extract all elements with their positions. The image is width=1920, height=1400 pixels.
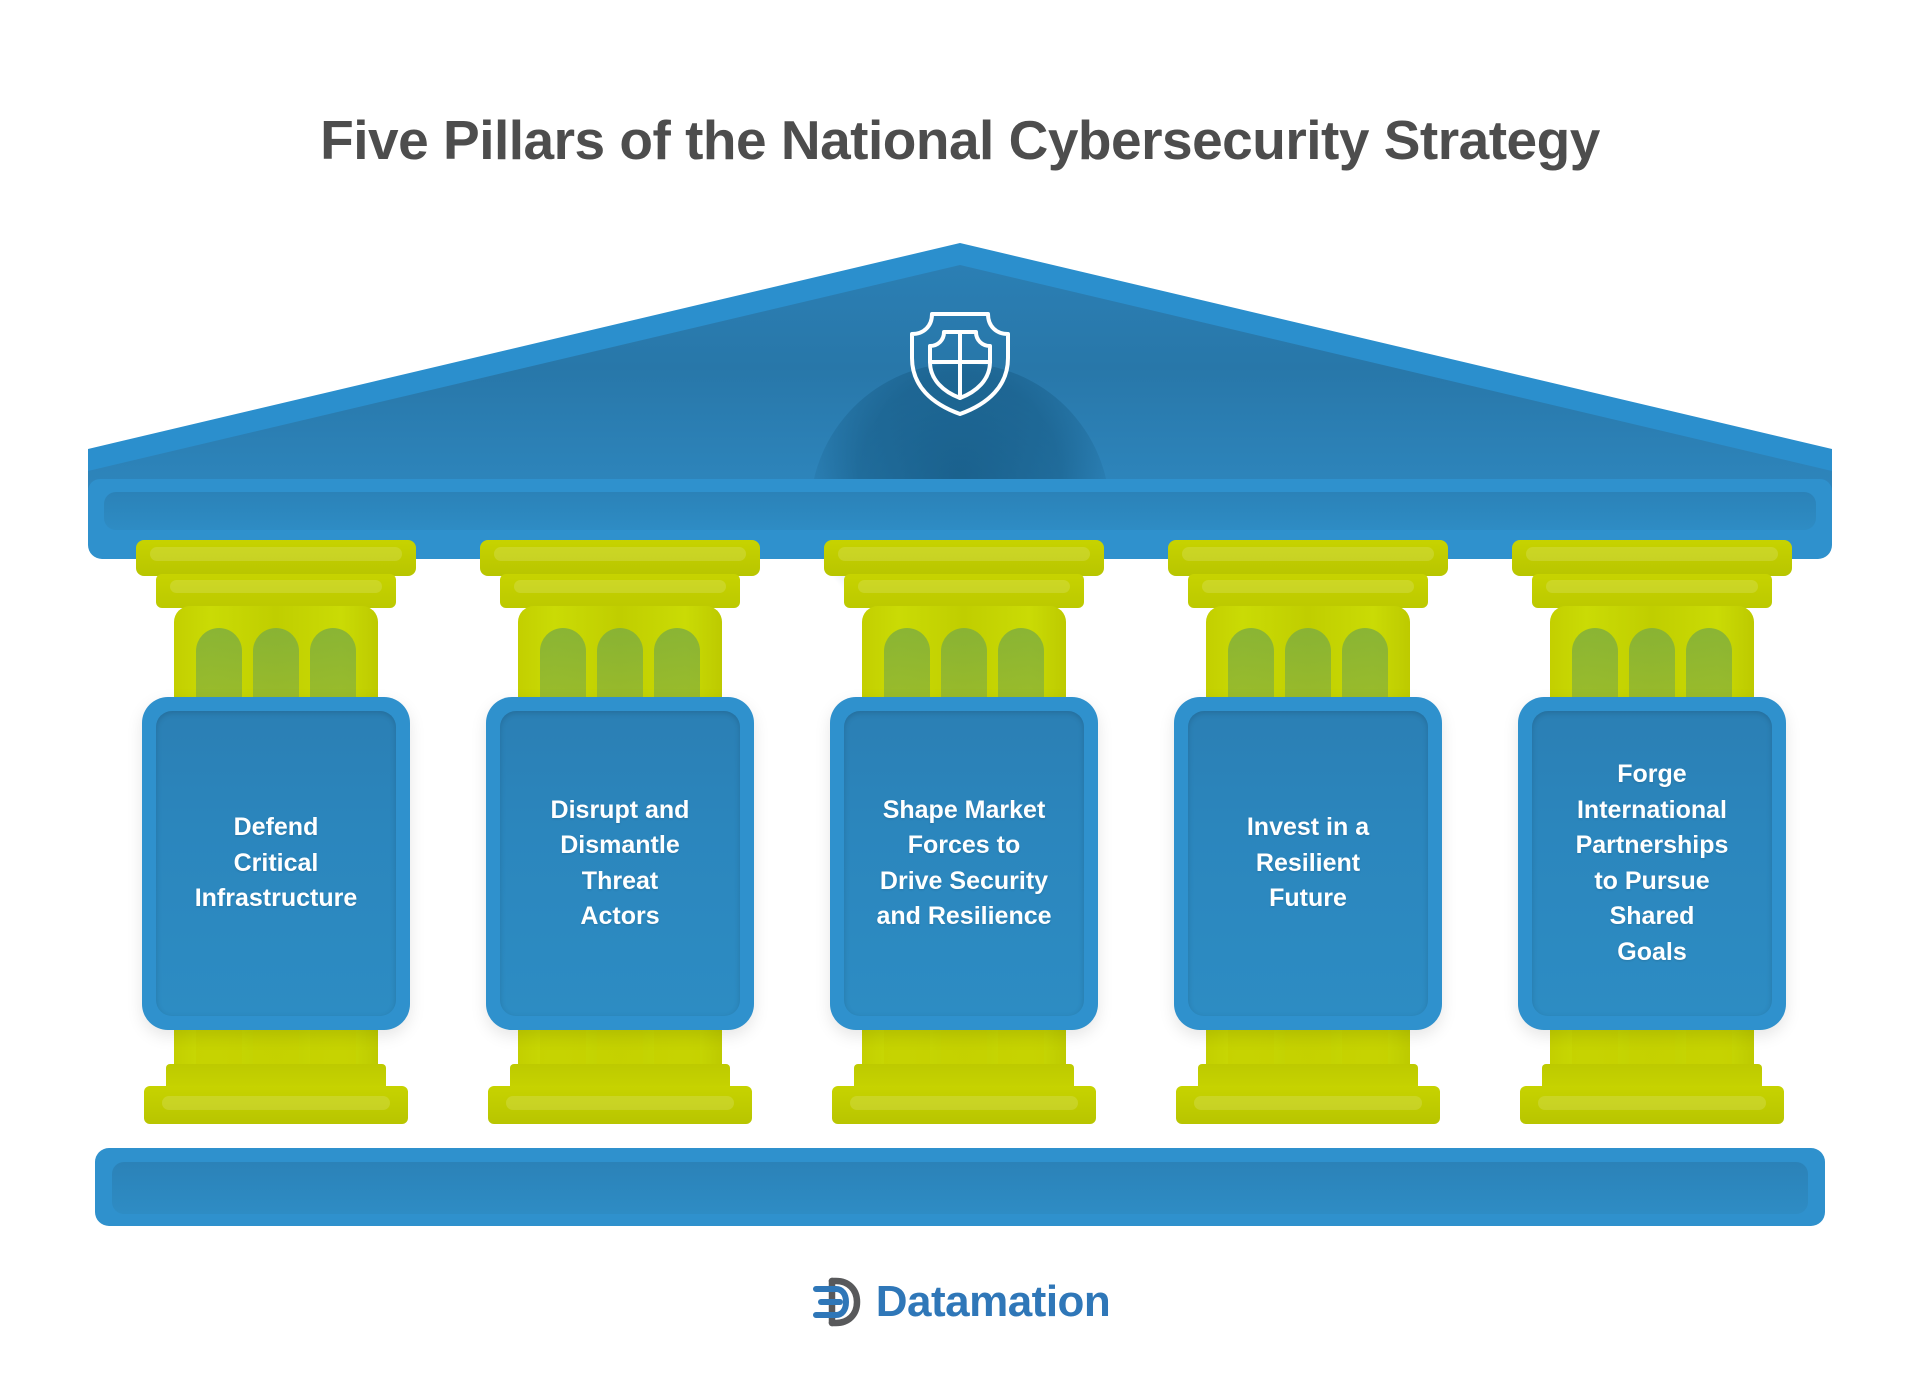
pillar-card-inner: Forge International Partnerships to Purs… [1532, 711, 1772, 1016]
column-capital-top [136, 540, 416, 576]
shield-icon [904, 300, 1016, 418]
pillar-card-3[interactable]: Shape Market Forces to Drive Security an… [830, 697, 1098, 1030]
column-capital-mid [844, 574, 1084, 608]
pillar-label-2: Disrupt and Dismantle Threat Actors [550, 795, 690, 931]
column-capital-top-highlight [838, 547, 1090, 561]
column-capital-top [824, 540, 1104, 576]
pillar-label-3: Shape Market Forces to Drive Security an… [876, 795, 1052, 931]
column-base-highlight [1194, 1096, 1422, 1110]
column-base-upper [166, 1064, 386, 1090]
column-capital-mid-highlight [858, 580, 1070, 593]
pillar-card-inner: Disrupt and Dismantle Threat Actors [500, 711, 740, 1016]
column-capital-mid [156, 574, 396, 608]
column-capital-mid-highlight [170, 580, 382, 593]
column-capital-top-highlight [1526, 547, 1778, 561]
column-base-lower [1520, 1086, 1784, 1124]
column-base-lower [832, 1086, 1096, 1124]
column-base-highlight [506, 1096, 734, 1110]
column-capital-top [1168, 540, 1448, 576]
pillar-label-5: Forge International Partnerships to Purs… [1575, 760, 1729, 966]
pillar-label-4: Invest in a Resilient Future [1246, 813, 1370, 913]
column-base-lower [144, 1086, 408, 1124]
column-capital-mid [500, 574, 740, 608]
datamation-logo-mark-icon [810, 1275, 870, 1329]
footer-logo[interactable]: Datamation [0, 1275, 1920, 1329]
pillar-card-inner: Invest in a Resilient Future [1188, 711, 1428, 1016]
pillar-card-2[interactable]: Disrupt and Dismantle Threat Actors [486, 697, 754, 1030]
page-title: Five Pillars of the National Cybersecuri… [320, 109, 1600, 171]
pillar-card-inner: Shape Market Forces to Drive Security an… [844, 711, 1084, 1016]
temple-base-platform-shadow [112, 1162, 1808, 1214]
column-capital-mid-highlight [1546, 580, 1758, 593]
pillar-card-5[interactable]: Forge International Partnerships to Purs… [1518, 697, 1786, 1030]
column-base-upper [1542, 1064, 1762, 1090]
column-capital-mid-highlight [514, 580, 726, 593]
column-base-lower [1176, 1086, 1440, 1124]
pillar-card-4[interactable]: Invest in a Resilient Future [1174, 697, 1442, 1030]
pillar-label-1: Defend Critical Infrastructure [194, 813, 358, 913]
column-capital-mid [1532, 574, 1772, 608]
column-base-upper [510, 1064, 730, 1090]
column-capital-top [1512, 540, 1792, 576]
column-capital-top-highlight [1182, 547, 1434, 561]
column-base-highlight [850, 1096, 1078, 1110]
column-capital-mid [1188, 574, 1428, 608]
column-capital-mid-highlight [1202, 580, 1414, 593]
column-base-upper [1198, 1064, 1418, 1090]
brand-name: Datamation [875, 1277, 1111, 1326]
column-base-highlight [1538, 1096, 1766, 1110]
column-base-highlight [162, 1096, 390, 1110]
column-capital-top-highlight [494, 547, 746, 561]
column-base-lower [488, 1086, 752, 1124]
pillar-card-1[interactable]: Defend Critical Infrastructure [142, 697, 410, 1030]
pillar-card-inner: Defend Critical Infrastructure [156, 711, 396, 1016]
column-capital-top [480, 540, 760, 576]
entablature-inner-shadow [104, 492, 1816, 530]
column-capital-top-highlight [150, 547, 402, 561]
column-base-upper [854, 1064, 1074, 1090]
